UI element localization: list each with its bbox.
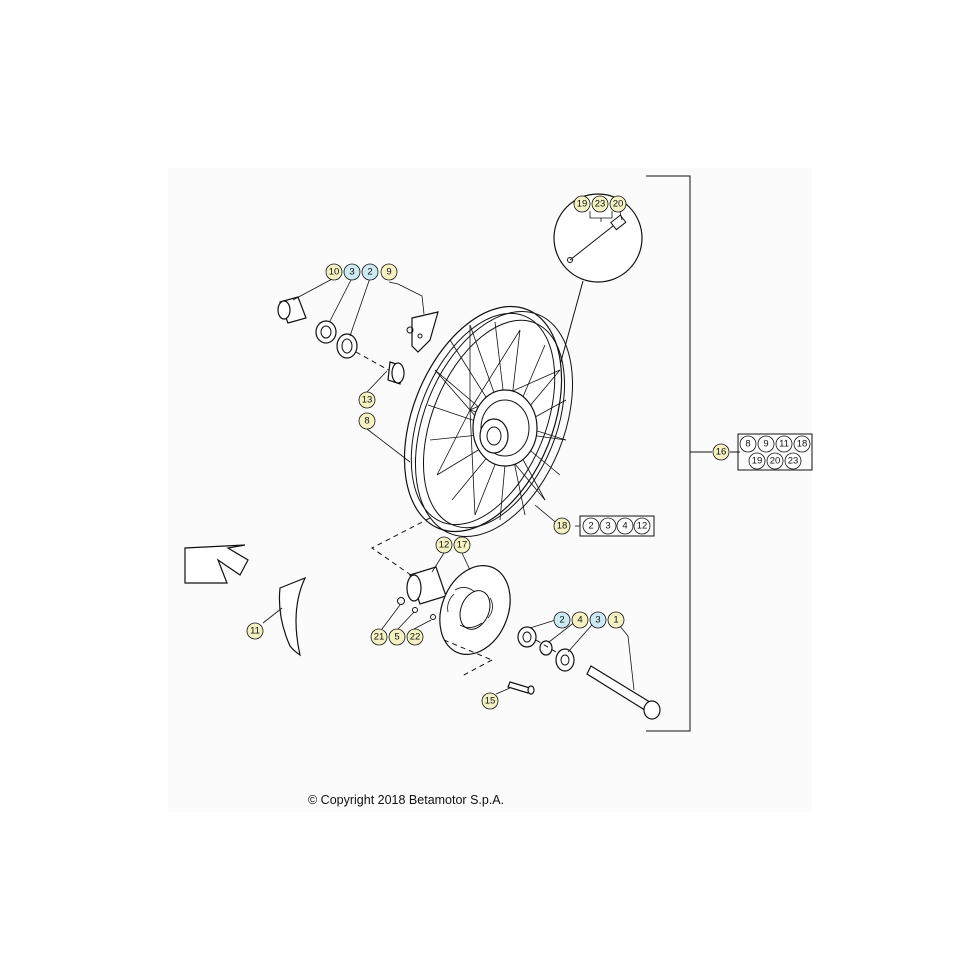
callout-3-right: 3 bbox=[589, 611, 607, 629]
callout-4: 4 bbox=[571, 611, 589, 629]
svg-text:18: 18 bbox=[797, 439, 808, 450]
brake-disc-parts bbox=[397, 564, 511, 677]
group-16-member-23: 23 bbox=[784, 452, 802, 470]
copyright-notice: © Copyright 2018 Betamotor S.p.A. bbox=[308, 793, 505, 807]
svg-text:18: 18 bbox=[557, 521, 568, 532]
callout-22: 22 bbox=[406, 628, 424, 646]
group-16-member-9: 9 bbox=[757, 435, 775, 453]
svg-text:1: 1 bbox=[613, 615, 618, 626]
callout-20-detail: 20 bbox=[609, 195, 627, 213]
callout-3: 3 bbox=[343, 263, 361, 281]
group-16-bracket bbox=[646, 175, 813, 732]
svg-text:4: 4 bbox=[622, 521, 627, 532]
svg-text:8: 8 bbox=[745, 439, 750, 450]
svg-text:8: 8 bbox=[364, 416, 369, 427]
callout-5: 5 bbox=[388, 628, 406, 646]
svg-text:9: 9 bbox=[386, 267, 391, 278]
callout-2-right: 2 bbox=[553, 611, 571, 629]
svg-text:5: 5 bbox=[394, 632, 399, 643]
svg-text:19: 19 bbox=[577, 199, 588, 210]
svg-text:4: 4 bbox=[577, 615, 582, 626]
callout-23-detail: 23 bbox=[591, 195, 609, 213]
svg-text:17: 17 bbox=[457, 540, 468, 551]
svg-text:23: 23 bbox=[595, 199, 606, 210]
part-11-guard bbox=[278, 576, 307, 657]
callout-19-detail: 19 bbox=[573, 195, 591, 213]
group-18-member-4: 4 bbox=[616, 517, 634, 535]
callout-13: 13 bbox=[358, 391, 376, 409]
svg-text:11: 11 bbox=[250, 626, 260, 637]
right-axle-parts bbox=[507, 626, 661, 720]
group-16-member-20: 20 bbox=[766, 452, 784, 470]
callout-15: 15 bbox=[481, 692, 499, 710]
svg-text:13: 13 bbox=[362, 395, 373, 406]
callout-21: 21 bbox=[370, 628, 388, 646]
callout-18: 18 bbox=[553, 517, 571, 535]
svg-text:15: 15 bbox=[485, 696, 496, 707]
svg-text:3: 3 bbox=[595, 615, 600, 626]
svg-text:10: 10 bbox=[329, 267, 340, 278]
svg-text:21: 21 bbox=[374, 632, 385, 643]
group-16-member-19: 19 bbox=[748, 452, 766, 470]
svg-text:3: 3 bbox=[349, 267, 354, 278]
left-axle-parts bbox=[277, 296, 439, 385]
group-16-member-11: 11 bbox=[775, 435, 793, 453]
svg-text:20: 20 bbox=[770, 456, 781, 467]
svg-text:3: 3 bbox=[605, 521, 610, 532]
callout-10: 10 bbox=[325, 263, 343, 281]
svg-text:2: 2 bbox=[367, 267, 372, 278]
callout-1: 1 bbox=[607, 611, 625, 629]
callout-16: 16 bbox=[712, 443, 730, 461]
callout-17: 17 bbox=[453, 536, 471, 554]
svg-text:11: 11 bbox=[779, 439, 789, 450]
group-18-member-2: 2 bbox=[582, 517, 600, 535]
svg-text:12: 12 bbox=[637, 521, 648, 532]
group-18-member-12: 12 bbox=[633, 517, 651, 535]
svg-text:2: 2 bbox=[588, 521, 593, 532]
svg-text:19: 19 bbox=[752, 456, 763, 467]
svg-text:12: 12 bbox=[439, 540, 450, 551]
svg-text:22: 22 bbox=[410, 632, 421, 643]
svg-text:2: 2 bbox=[559, 615, 564, 626]
direction-arrow bbox=[184, 544, 249, 584]
group-16-member-8: 8 bbox=[739, 435, 757, 453]
group-16-member-18: 18 bbox=[793, 435, 811, 453]
svg-text:23: 23 bbox=[788, 456, 799, 467]
callout-2: 2 bbox=[361, 263, 379, 281]
group-18-member-3: 3 bbox=[599, 517, 617, 535]
svg-text:9: 9 bbox=[763, 439, 768, 450]
wheel-assembly bbox=[403, 305, 574, 538]
callout-9: 9 bbox=[380, 263, 398, 281]
callout-12: 12 bbox=[435, 536, 453, 554]
group-18-box bbox=[579, 515, 655, 537]
spoke-detail-circle bbox=[553, 193, 643, 366]
callout-8: 8 bbox=[358, 412, 376, 430]
svg-text:20: 20 bbox=[613, 199, 624, 210]
callout-11: 11 bbox=[246, 622, 264, 640]
svg-text:16: 16 bbox=[716, 447, 727, 458]
